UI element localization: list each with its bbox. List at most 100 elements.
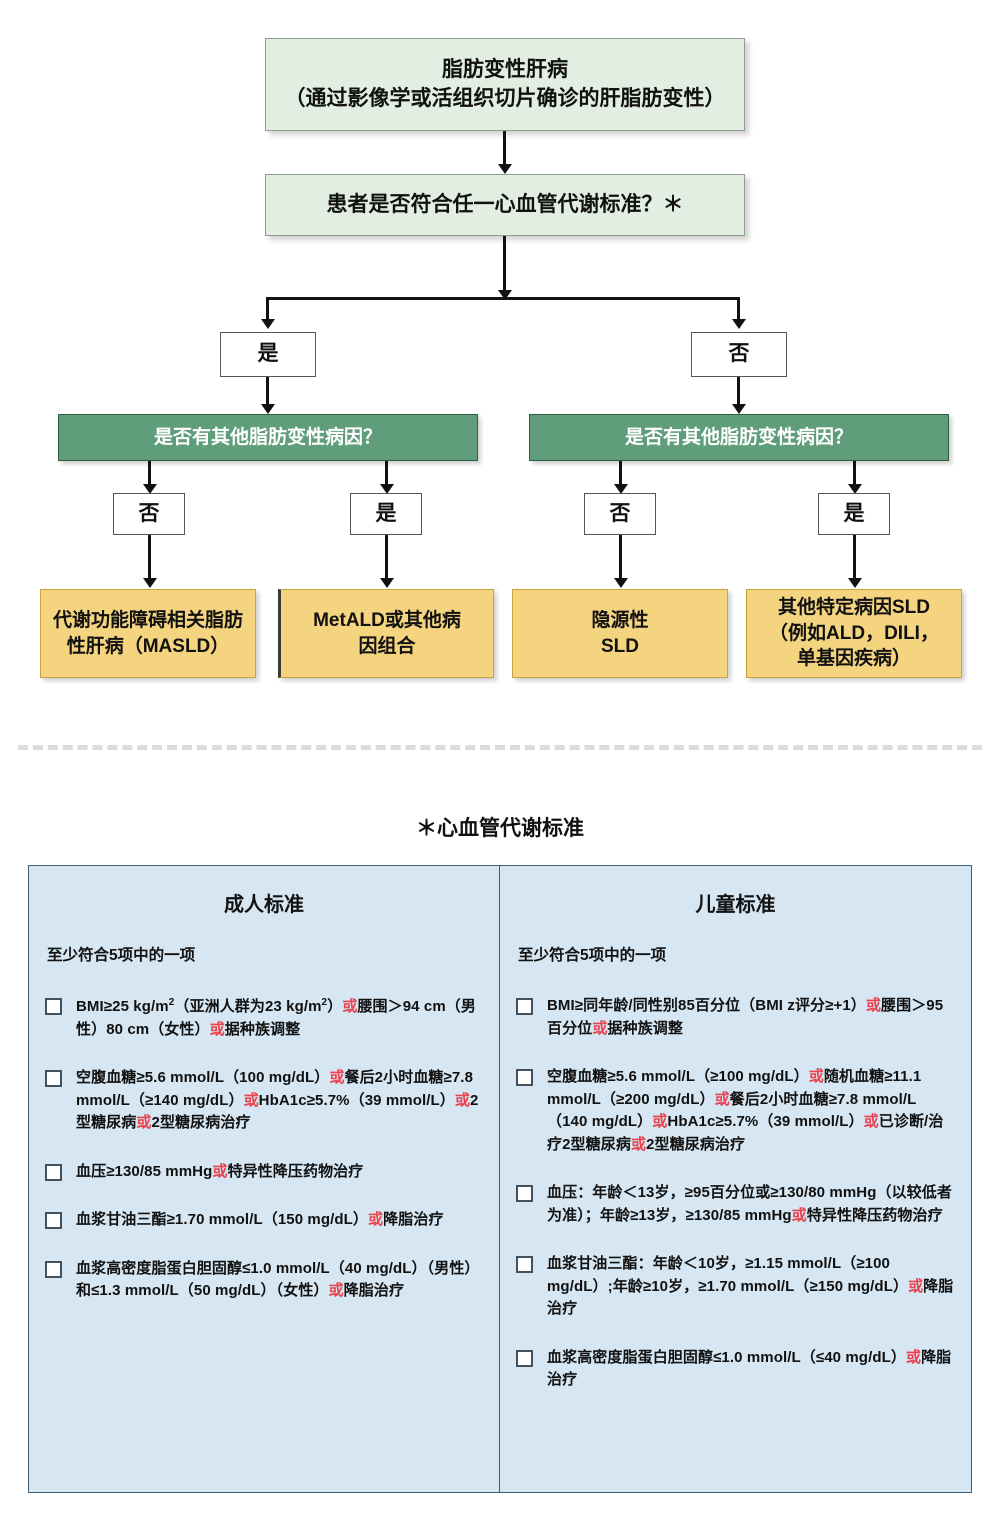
outcome-specific-line-1: 其他特定病因SLD xyxy=(777,597,930,619)
outcome-masld: 代谢功能障碍相关脂肪 性肝病（MASLD） xyxy=(40,589,256,678)
outcome-metald: MetALD或其他病 因组合 xyxy=(278,589,494,678)
adult-column-heading: 成人标准 xyxy=(224,894,304,916)
cardiometabolic-criteria-table: 成人标准 至少符合5项中的一项 BMI≥25 kg/m2（亚洲人群为23 kg/… xyxy=(28,865,972,1493)
child-criterion-item-text: BMI≥同年龄/同性别85百分位（BMI z评分≥+1）或腰围＞95百分位或据种… xyxy=(547,997,944,1037)
left-branch-box-no: 否 xyxy=(113,493,185,535)
decision-node-cardiometabolic-criteria: 患者是否符合任一心血管代谢标准？＊ xyxy=(265,174,745,236)
child-criterion-item[interactable]: 血压：年龄＜13岁，≥95百分位或≥130/80 mmHg（以较低者为准）；年龄… xyxy=(516,1182,955,1227)
adult-criterion-item-text: 血浆甘油三酯≥1.70 mmol/L（150 mg/dL）或降脂治疗 xyxy=(76,1211,444,1228)
checkbox-icon[interactable] xyxy=(45,1212,62,1229)
connector-no-to-etiology-right xyxy=(737,377,740,409)
decision-node-label: 患者是否符合任一心血管代谢标准？＊ xyxy=(326,192,684,216)
checkbox-icon[interactable] xyxy=(516,1256,533,1273)
arrow-to-cryptogenic xyxy=(614,578,628,588)
right-branch-box-yes-label: 是 xyxy=(843,501,865,525)
child-criterion-item[interactable]: 血浆甘油三酯：年龄＜10岁，≥1.15 mmol/L（≥100 mg/dL）;年… xyxy=(516,1253,955,1321)
etiology-question-left-label: 是否有其他脂肪变性病因？ xyxy=(153,426,382,448)
arrow-left-band-to-no xyxy=(143,484,157,494)
checkbox-icon[interactable] xyxy=(45,1163,62,1181)
etiology-question-right-label: 是否有其他脂肪变性病因？ xyxy=(624,426,853,448)
root-node-line-1: 脂肪变性肝病 xyxy=(442,58,568,82)
outcome-cryptogenic-line-2: SLD xyxy=(601,635,639,657)
criteria-section-title: ＊心血管代谢标准 xyxy=(416,817,584,840)
arrow-left-band-to-yes xyxy=(380,484,394,494)
checkbox-icon[interactable] xyxy=(516,1185,533,1202)
child-criterion-item[interactable]: 血浆高密度脂蛋白胆固醇≤1.0 mmol/L（≤40 mg/dL）或降脂治疗 xyxy=(516,1347,955,1392)
child-criterion-item[interactable]: BMI≥同年龄/同性别85百分位（BMI z评分≥+1）或腰围＞95百分位或据种… xyxy=(516,995,955,1040)
checkbox-icon[interactable] xyxy=(45,998,62,1015)
connector-right-band-to-yes xyxy=(853,461,856,489)
left-branch-box-no-label: 否 xyxy=(138,501,160,525)
connector-yes-to-etiology-left xyxy=(266,377,269,409)
adult-column-subtitle: 至少符合5项中的一项 xyxy=(47,947,196,964)
checkbox-icon[interactable] xyxy=(45,1070,62,1087)
left-branch-box-yes-label: 是 xyxy=(375,501,397,525)
adult-criterion-item-text: BMI≥25 kg/m2（亚洲人群为23 kg/m2）或腰围＞94 cm（男性）… xyxy=(76,997,476,1038)
adult-criterion-item-text: 血压≥130/85 mmHg或特异性降压药物治疗 xyxy=(76,1162,364,1180)
connector-root-to-question xyxy=(503,131,506,169)
left-branch-box-yes: 是 xyxy=(350,493,422,535)
adult-criterion-item[interactable]: 血压≥130/85 mmHg或特异性降压药物治疗 xyxy=(45,1161,483,1184)
connector-to-cryptogenic xyxy=(619,535,622,583)
outcome-cryptogenic-line-1: 隐源性 xyxy=(591,609,649,631)
branch-box-yes-label: 是 xyxy=(257,342,279,366)
criteria-column-adult: 成人标准 至少符合5项中的一项 BMI≥25 kg/m2（亚洲人群为23 kg/… xyxy=(29,866,500,1492)
root-node-steatotic-liver-disease: 脂肪变性肝病 （通过影像学或活组织切片确诊的肝脂肪变性） xyxy=(265,38,745,131)
branch-box-no: 否 xyxy=(691,332,787,377)
adult-criterion-item[interactable]: 血浆甘油三酯≥1.70 mmol/L（150 mg/dL）或降脂治疗 xyxy=(45,1209,483,1232)
connector-to-specific-sld xyxy=(853,535,856,583)
connector-question-stem xyxy=(503,236,506,298)
outcome-specific-etiology-sld: 其他特定病因SLD （例如ALD，DILI， 单基因疾病） xyxy=(746,589,962,678)
outcome-masld-line-1: 代谢功能障碍相关脂肪 xyxy=(52,609,243,631)
arrow-yes-to-etiology-left xyxy=(261,404,275,414)
child-criteria-list: BMI≥同年龄/同性别85百分位（BMI z评分≥+1）或腰围＞95百分位或据种… xyxy=(516,995,955,1392)
arrow-to-masld xyxy=(143,578,157,588)
arrow-split-left xyxy=(261,319,275,329)
root-node-line-2: （通过影像学或活组织切片确诊的肝脂肪变性） xyxy=(284,86,726,110)
adult-criterion-item-text: 血浆高密度脂蛋白胆固醇≤1.0 mmol/L（40 mg/dL）（男性）和≤1.… xyxy=(76,1259,480,1300)
arrow-no-to-etiology-right xyxy=(732,404,746,414)
outcome-metald-line-2: 因组合 xyxy=(358,635,416,657)
arrow-to-metald xyxy=(380,578,394,588)
outcome-metald-line-1: MetALD或其他病 xyxy=(313,609,461,631)
outcome-cryptogenic-sld: 隐源性 SLD xyxy=(512,589,728,678)
checkbox-icon[interactable] xyxy=(516,998,533,1015)
etiology-question-left: 是否有其他脂肪变性病因？ xyxy=(58,414,478,461)
arrow-question-stem xyxy=(498,290,512,300)
connector-split-horizontal xyxy=(266,297,740,300)
child-criterion-item-text: 血浆高密度脂蛋白胆固醇≤1.0 mmol/L（≤40 mg/dL）或降脂治疗 xyxy=(547,1348,952,1389)
right-branch-box-no: 否 xyxy=(584,493,656,535)
arrow-right-band-to-no xyxy=(614,484,628,494)
checkbox-icon[interactable] xyxy=(516,1349,533,1367)
connector-to-masld xyxy=(148,535,151,583)
connector-split-left xyxy=(266,297,269,323)
child-column-subtitle: 至少符合5项中的一项 xyxy=(518,947,667,964)
section-divider xyxy=(18,745,982,750)
child-criterion-item-text: 血浆甘油三酯：年龄＜10岁，≥1.15 mmol/L（≥100 mg/dL）;年… xyxy=(547,1255,954,1317)
arrow-root-to-question xyxy=(498,164,512,174)
outcome-specific-line-3: 单基因疾病） xyxy=(796,648,911,670)
outcome-specific-line-2: （例如ALD，DILI， xyxy=(769,622,939,644)
child-column-heading: 儿童标准 xyxy=(695,894,776,916)
adult-criterion-item[interactable]: 血浆高密度脂蛋白胆固醇≤1.0 mmol/L（40 mg/dL）（男性）和≤1.… xyxy=(45,1258,483,1303)
right-branch-box-yes: 是 xyxy=(818,493,890,535)
checkbox-icon[interactable] xyxy=(45,1260,62,1278)
connector-left-band-to-yes xyxy=(385,461,388,489)
adult-criterion-item[interactable]: 空腹血糖≥5.6 mmol/L（100 mg/dL）或餐后2小时血糖≥7.8 m… xyxy=(45,1067,483,1135)
arrow-right-band-to-yes xyxy=(848,484,862,494)
checkbox-icon[interactable] xyxy=(516,1069,533,1086)
child-criterion-item-text: 血压：年龄＜13岁，≥95百分位或≥130/80 mmHg（以较低者为准）；年龄… xyxy=(547,1184,952,1224)
etiology-question-right: 是否有其他脂肪变性病因？ xyxy=(529,414,949,461)
child-criterion-item[interactable]: 空腹血糖≥5.6 mmol/L（≥100 mg/dL）或随机血糖≥11.1 mm… xyxy=(516,1066,955,1156)
branch-box-yes: 是 xyxy=(220,332,316,377)
adult-criterion-item-text: 空腹血糖≥5.6 mmol/L（100 mg/dL）或餐后2小时血糖≥7.8 m… xyxy=(76,1069,479,1131)
connector-right-band-to-no xyxy=(619,461,622,489)
arrow-split-right xyxy=(732,319,746,329)
arrow-to-specific-sld xyxy=(848,578,862,588)
adult-criterion-item[interactable]: BMI≥25 kg/m2（亚洲人群为23 kg/m2）或腰围＞94 cm（男性）… xyxy=(45,995,483,1041)
outcome-masld-line-2: 性肝病（MASLD） xyxy=(66,635,230,657)
connector-to-metald xyxy=(385,535,388,583)
connector-split-right xyxy=(737,297,740,323)
branch-box-no-label: 否 xyxy=(728,342,750,366)
right-branch-box-no-label: 否 xyxy=(609,501,631,525)
